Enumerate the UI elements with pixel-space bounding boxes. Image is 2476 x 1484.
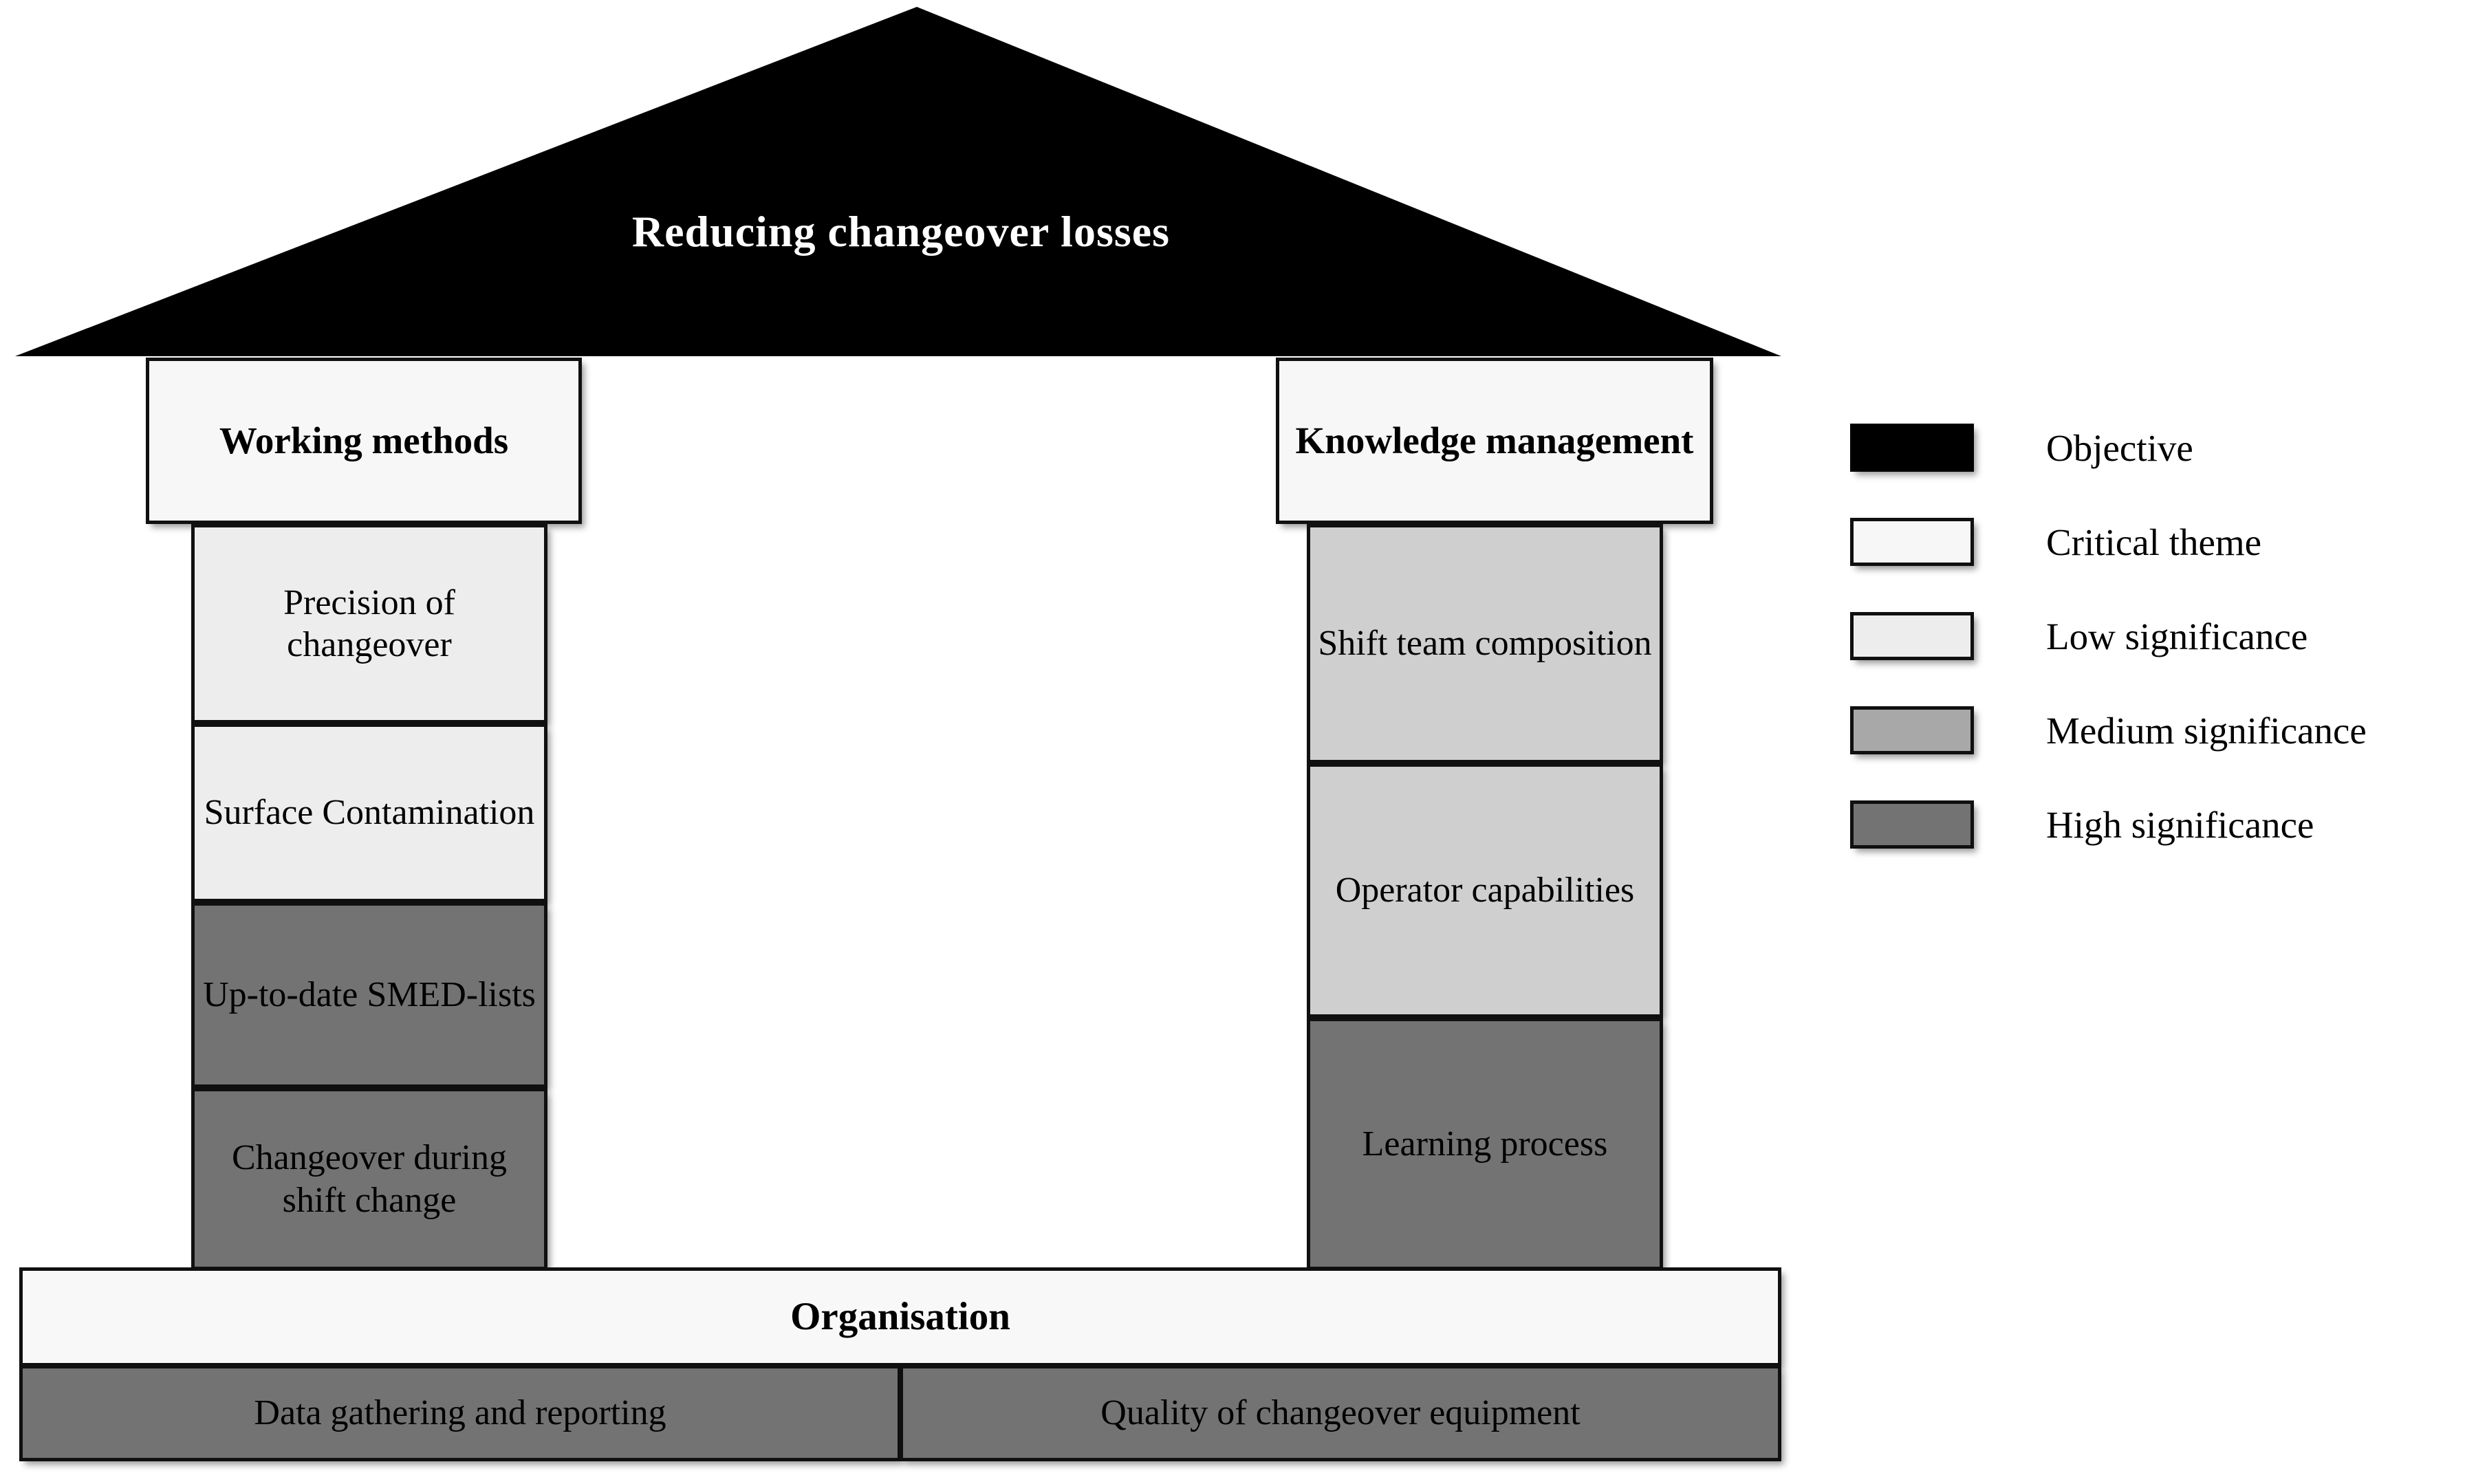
pillar-item-changeover-during-shift-change[interactable]: Changeover during shift change bbox=[191, 1088, 547, 1270]
foundation-item-quality-of-changeover-equipment[interactable]: Quality of changeover equipment bbox=[900, 1365, 1781, 1461]
pillar-item-changeover-during-shift-change-label: Changeover during shift change bbox=[231, 1138, 507, 1220]
legend-label-low-significance: Low significance bbox=[2046, 615, 2308, 657]
legend-item-medium-significance: Medium significance bbox=[1850, 692, 2462, 769]
legend-swatch-critical-theme bbox=[1850, 518, 1974, 566]
legend-label-objective: Objective bbox=[2046, 426, 2193, 469]
foundation-item-data-gathering-and-reporting-label: Data gathering and reporting bbox=[254, 1393, 666, 1433]
pillar-header-knowledge-management-label: Knowledge management bbox=[1295, 419, 1694, 461]
pillar-header-knowledge-management[interactable]: Knowledge management bbox=[1276, 358, 1713, 524]
legend-swatch-high-significance bbox=[1850, 800, 1974, 849]
legend-swatch-medium-significance bbox=[1850, 706, 1974, 754]
legend-item-objective: Objective bbox=[1850, 409, 2462, 486]
pillar-item-up-to-date-smed-lists[interactable]: Up-to-date SMED-lists bbox=[191, 902, 547, 1088]
foundation-item-data-gathering-and-reporting[interactable]: Data gathering and reporting bbox=[19, 1365, 901, 1461]
pillar-header-working-methods-label: Working methods bbox=[219, 419, 509, 461]
legend-item-critical-theme: Critical theme bbox=[1850, 503, 2462, 580]
pillar-item-shift-team-composition[interactable]: Shift team composition bbox=[1307, 524, 1663, 763]
roof-shape: Reducing changeover losses bbox=[0, 0, 1802, 361]
legend-item-low-significance: Low significance bbox=[1850, 598, 2462, 675]
pillar-item-up-to-date-smed-lists-label: Up-to-date SMED-lists bbox=[203, 975, 536, 1015]
pillar-item-learning-process[interactable]: Learning process bbox=[1307, 1018, 1663, 1270]
pillar-item-learning-process-label: Learning process bbox=[1362, 1124, 1608, 1164]
pillar-item-operator-capabilities-label: Operator capabilities bbox=[1335, 871, 1635, 910]
pillar-item-precision-of-changeover-label: Precision of changeover bbox=[283, 582, 455, 664]
legend-swatch-objective bbox=[1850, 424, 1974, 472]
legend-label-high-significance: High significance bbox=[2046, 803, 2314, 846]
foundation-header-organisation-label: Organisation bbox=[790, 1295, 1010, 1339]
legend-swatch-low-significance bbox=[1850, 612, 1974, 660]
pillar-item-precision-of-changeover[interactable]: Precision of changeover bbox=[191, 524, 547, 723]
pillar-item-shift-team-composition-label: Shift team composition bbox=[1318, 624, 1652, 664]
legend-item-high-significance: High significance bbox=[1850, 786, 2462, 863]
legend: Objective Critical theme Low significanc… bbox=[1850, 409, 2462, 880]
pillar-item-surface-contamination[interactable]: Surface Contamination bbox=[191, 723, 547, 902]
pillar-header-working-methods[interactable]: Working methods bbox=[146, 358, 582, 524]
legend-label-critical-theme: Critical theme bbox=[2046, 521, 2262, 563]
foundation-item-quality-of-changeover-equipment-label: Quality of changeover equipment bbox=[1100, 1393, 1581, 1433]
pillar-item-operator-capabilities[interactable]: Operator capabilities bbox=[1307, 763, 1663, 1018]
pillar-item-surface-contamination-label: Surface Contamination bbox=[204, 793, 535, 833]
foundation-header-organisation[interactable]: Organisation bbox=[19, 1267, 1781, 1366]
legend-label-medium-significance: Medium significance bbox=[2046, 709, 2367, 752]
